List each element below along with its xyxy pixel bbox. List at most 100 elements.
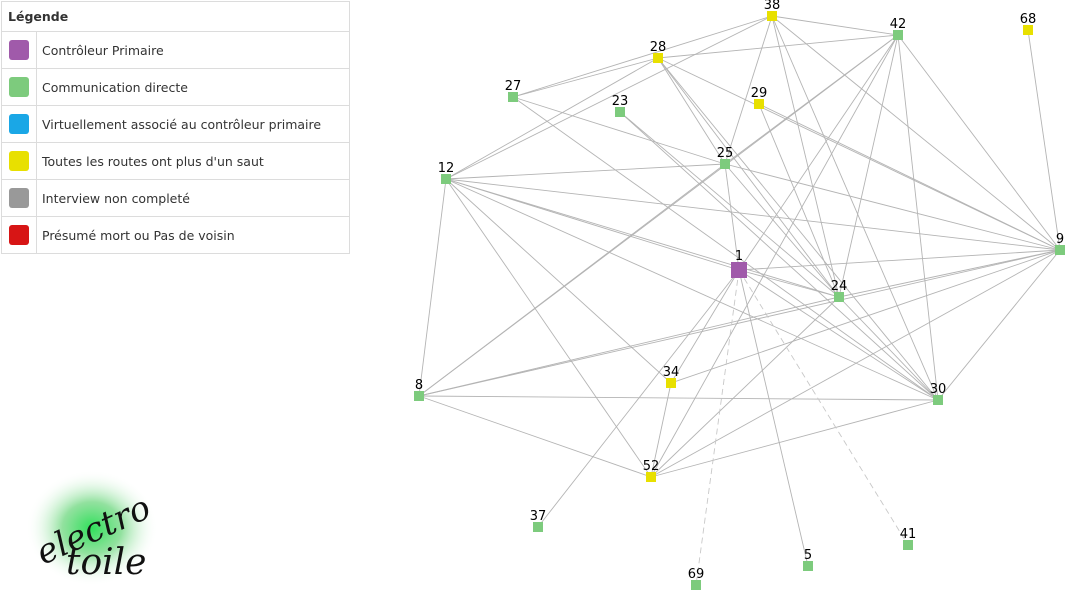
graph-edge	[771, 15, 1061, 251]
graph-edge	[771, 15, 939, 401]
graph-edge	[738, 34, 899, 271]
primary-controller-swatch-icon	[9, 40, 29, 60]
virtual-association-swatch-icon	[9, 114, 29, 134]
graph-node[interactable]	[834, 292, 844, 302]
graph-node-label: 9	[1056, 232, 1064, 247]
dead-node-swatch-icon	[9, 225, 29, 245]
graph-node[interactable]	[893, 30, 903, 40]
graph-node-label: 5	[804, 548, 812, 563]
graph-edge	[897, 34, 1061, 251]
interview-incomplete-swatch-icon	[9, 188, 29, 208]
legend-label: Présumé mort ou Pas de voisin	[36, 216, 350, 254]
graph-node[interactable]	[1055, 245, 1065, 255]
graph-edge	[418, 163, 726, 397]
graph-node[interactable]	[731, 262, 747, 278]
legend-row: Virtuellement associé au contrôleur prim…	[1, 105, 350, 143]
graph-node[interactable]	[653, 53, 663, 63]
graph-edge	[512, 96, 726, 165]
graph-edge	[738, 269, 939, 401]
graph-edge	[838, 34, 899, 298]
electrotoile-logo: electro toile	[26, 470, 158, 586]
graph-edge	[650, 249, 1061, 478]
graph-edge	[657, 34, 899, 59]
graph-node-label: 27	[505, 79, 522, 94]
graph-node-label: 28	[650, 40, 667, 55]
graph-node-label: 12	[438, 161, 455, 176]
graph-node-label: 29	[751, 86, 768, 101]
legend-table: Légende Contrôleur Primaire Communicatio…	[1, 1, 350, 254]
graph-edge	[838, 296, 939, 401]
graph-node[interactable]	[508, 92, 518, 102]
graph-node[interactable]	[1023, 25, 1033, 35]
logo-glow	[26, 470, 158, 586]
graph-node[interactable]	[691, 580, 701, 590]
graph-node-label: 37	[530, 509, 547, 524]
graph-node-label: 68	[1020, 12, 1037, 27]
graph-edge	[445, 178, 740, 271]
legend-row: Toutes les routes ont plus d'un saut	[1, 142, 350, 180]
graph-edge	[657, 57, 840, 298]
graph-node-label: 25	[717, 146, 734, 161]
graph-node-label: 52	[643, 459, 660, 474]
graph-node-label: 1	[735, 249, 743, 264]
graph-node[interactable]	[754, 99, 764, 109]
graph-edge	[537, 269, 740, 528]
graph-node[interactable]	[533, 522, 543, 532]
graph-node-label: 30	[930, 382, 947, 397]
graph-edge	[512, 96, 939, 401]
graph-node-label: 38	[764, 0, 781, 13]
graph-edge	[418, 249, 1061, 397]
graph-node-label: 23	[612, 94, 629, 109]
graph-edge	[619, 111, 939, 401]
graph-node-label: 24	[831, 279, 848, 294]
graph-node[interactable]	[767, 11, 777, 21]
graph-node[interactable]	[441, 174, 451, 184]
graph-edge	[738, 269, 809, 567]
graph-edge	[695, 269, 740, 586]
graph-node[interactable]	[720, 159, 730, 169]
graph-edge	[771, 15, 840, 298]
graph-edge	[418, 296, 840, 397]
graph-edge	[758, 103, 1061, 251]
graph-node[interactable]	[933, 395, 943, 405]
multi-hop-swatch-icon	[9, 151, 29, 171]
graph-node[interactable]	[414, 391, 424, 401]
legend-row: Communication directe	[1, 68, 350, 106]
graph-edge	[897, 34, 939, 401]
graph-edge	[445, 15, 773, 180]
graph-edge	[418, 395, 939, 401]
graph-edge	[657, 57, 726, 165]
graph-edge	[724, 15, 773, 165]
graph-edge	[657, 57, 939, 401]
graph-edge	[758, 103, 840, 298]
graph-node[interactable]	[903, 540, 913, 550]
legend-label: Interview non completé	[36, 179, 350, 217]
graph-edge	[445, 57, 659, 180]
graph-edges	[418, 15, 1061, 586]
graph-edge	[724, 163, 740, 271]
graph-edge	[724, 163, 1061, 251]
graph-node[interactable]	[646, 472, 656, 482]
graph-edge	[445, 178, 672, 384]
graph-edge	[445, 178, 1061, 251]
graph-node[interactable]	[666, 378, 676, 388]
graph-edge	[619, 111, 840, 298]
graph-node-label: 41	[900, 527, 917, 542]
graph-edge	[650, 34, 899, 478]
graph-edge	[724, 163, 840, 298]
graph-edge	[650, 399, 939, 478]
graph-edge	[1027, 29, 1061, 251]
graph-node[interactable]	[803, 561, 813, 571]
graph-edge	[418, 178, 447, 397]
legend-row: Présumé mort ou Pas de voisin	[1, 216, 350, 254]
graph-edge	[738, 269, 909, 546]
graph-edge	[650, 382, 672, 478]
graph-node-label: 34	[663, 365, 680, 380]
legend-label: Communication directe	[36, 68, 350, 106]
graph-node[interactable]	[615, 107, 625, 117]
graph-edge	[512, 57, 659, 98]
graph-edge	[445, 178, 652, 478]
legend-row: Interview non completé	[1, 179, 350, 217]
